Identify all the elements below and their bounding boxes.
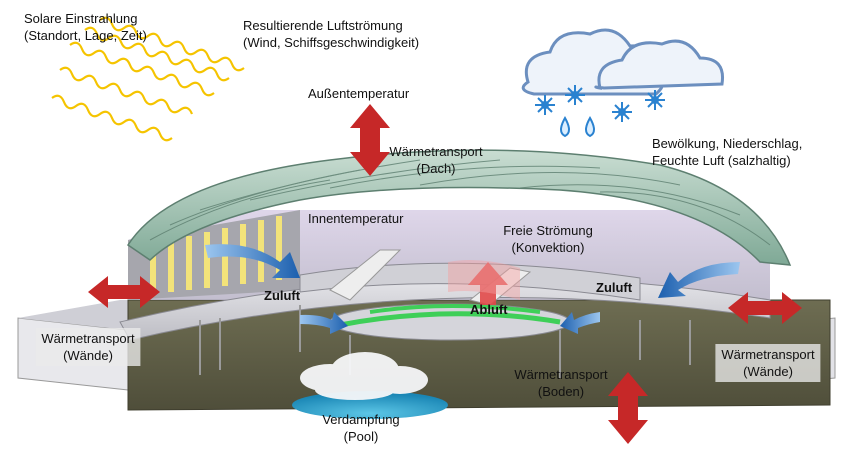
walls-right-subtitle: (Wände) <box>743 364 793 379</box>
floor-heat-transport-label: Wärmetransport (Boden) <box>514 366 607 400</box>
airflow-title: Resultierende Luftströmung <box>243 18 403 33</box>
airflow-arrows <box>205 244 740 334</box>
walls-left-heat-transport-label: Wärmetransport (Wände) <box>35 328 141 366</box>
weather-subtitle: Feuchte Luft (salzhaltig) <box>652 153 791 168</box>
outside-temperature-label: Außentemperatur <box>308 85 409 102</box>
walls-left-title: Wärmetransport <box>41 331 135 346</box>
walls-left-subtitle: (Wände) <box>63 348 113 363</box>
convection-title: Freie Strömung <box>503 223 593 238</box>
convection-label: Freie Strömung (Konvektion) <box>503 222 593 256</box>
cloud-icon <box>521 28 725 96</box>
floor-heat-transport-subtitle: (Boden) <box>537 384 585 399</box>
supply-air-right-text: Zuluft <box>596 280 633 295</box>
roof-dome <box>126 149 792 266</box>
roof-heat-transport-label: Wärmetransport (Dach) <box>389 143 482 177</box>
supply-air-left-text: Zuluft <box>264 288 301 303</box>
pool-evaporation-label: Verdampfung (Pool) <box>322 411 399 445</box>
inside-temperature-label: Innentemperatur <box>308 210 403 227</box>
solar-radiation-title: Solare Einstrahlung <box>24 11 138 26</box>
outside-temperature-text: Außentemperatur <box>308 86 410 101</box>
solar-radiation-subtitle: (Standort, Lage, Zeit) <box>24 28 147 43</box>
roof-heat-transport-title: Wärmetransport <box>389 144 483 159</box>
exhaust-air-text: Abluft <box>470 302 508 317</box>
raindrop-icons <box>560 115 595 138</box>
walls-right-heat-transport-label: Wärmetransport (Wände) <box>715 344 821 382</box>
pool-evaporation-title: Verdampfung <box>322 412 400 427</box>
inside-temperature-text: Innentemperatur <box>308 211 404 226</box>
roof-heat-transport-subtitle: (Dach) <box>416 161 456 176</box>
exhaust-air-label: Abluft <box>470 301 508 318</box>
floor-heat-transport-title: Wärmetransport <box>514 367 608 382</box>
weather-label: Bewölkung, Niederschlag, Feuchte Luft (s… <box>652 135 802 169</box>
solar-radiation-label: Solare Einstrahlung (Standort, Lage, Zei… <box>24 10 147 44</box>
walls-right-title: Wärmetransport <box>721 347 815 362</box>
airflow-subtitle: (Wind, Schiffsgeschwindigkeit) <box>243 35 420 50</box>
supply-air-right-label: Zuluft <box>596 279 632 296</box>
airflow-label: Resultierende Luftströmung (Wind, Schiff… <box>243 17 419 51</box>
sun-rays <box>51 16 245 142</box>
snowflake-icons <box>535 85 665 122</box>
convection-subtitle: (Konvektion) <box>511 240 585 255</box>
exhaust-arrow <box>468 262 508 305</box>
steam-cloud <box>300 352 428 400</box>
heat-arrows <box>88 104 802 444</box>
weather-title: Bewölkung, Niederschlag, <box>652 136 803 151</box>
pool-evaporation-subtitle: (Pool) <box>343 429 379 444</box>
supply-air-left-label: Zuluft <box>264 287 300 304</box>
